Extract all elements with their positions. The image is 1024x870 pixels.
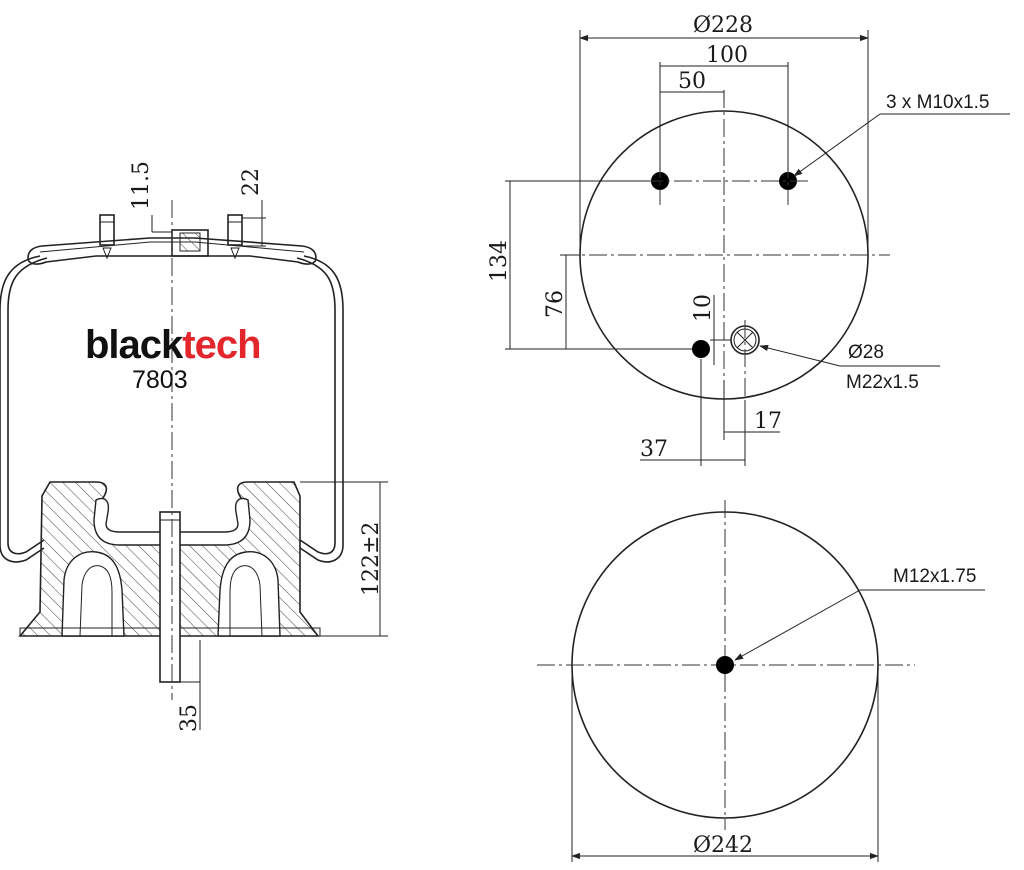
dim-122: 122±2 <box>359 522 384 596</box>
note-bottom-thread: M12x1.75 <box>893 566 976 587</box>
dim-134: 134 <box>487 240 512 282</box>
dim-11-5: 11.5 <box>129 161 154 210</box>
stud-hole-bottom <box>692 340 710 358</box>
side-view: 11.5 22 122±2 35 blacktech 7803 <box>0 161 388 732</box>
dim-37: 37 <box>640 437 668 462</box>
model-number: 7803 <box>132 366 188 394</box>
brand-logo: blacktech <box>85 323 261 367</box>
dim-22: 22 <box>239 168 264 196</box>
dim-dia-242: Ø242 <box>693 833 753 858</box>
bottom-stud <box>159 511 181 683</box>
stud-hole-right <box>779 172 797 190</box>
note-port-dia: Ø28 <box>848 342 884 363</box>
top-plate <box>27 237 317 265</box>
note-studs: 3 x M10x1.5 <box>886 92 990 113</box>
dim-50: 50 <box>678 69 706 94</box>
top-view: Ø228 100 50 134 76 10 17 37 3 x <box>487 13 1010 466</box>
dim-10: 10 <box>691 294 716 322</box>
top-stud-right <box>227 214 243 246</box>
brand-part-black: black <box>85 323 184 367</box>
bottom-stud-hole <box>716 656 734 674</box>
dim-100: 100 <box>706 43 748 68</box>
dim-dia-228: Ø228 <box>693 13 753 38</box>
bellows-outline <box>0 255 344 563</box>
dim-35: 35 <box>177 704 202 732</box>
bottom-view: Ø242 M12x1.75 <box>537 500 985 862</box>
top-stud-left <box>99 214 115 246</box>
dim-76: 76 <box>543 290 568 318</box>
brand-part-tech: tech <box>182 323 260 367</box>
note-port-thread: M22x1.5 <box>846 372 919 393</box>
dim-17: 17 <box>754 409 782 434</box>
